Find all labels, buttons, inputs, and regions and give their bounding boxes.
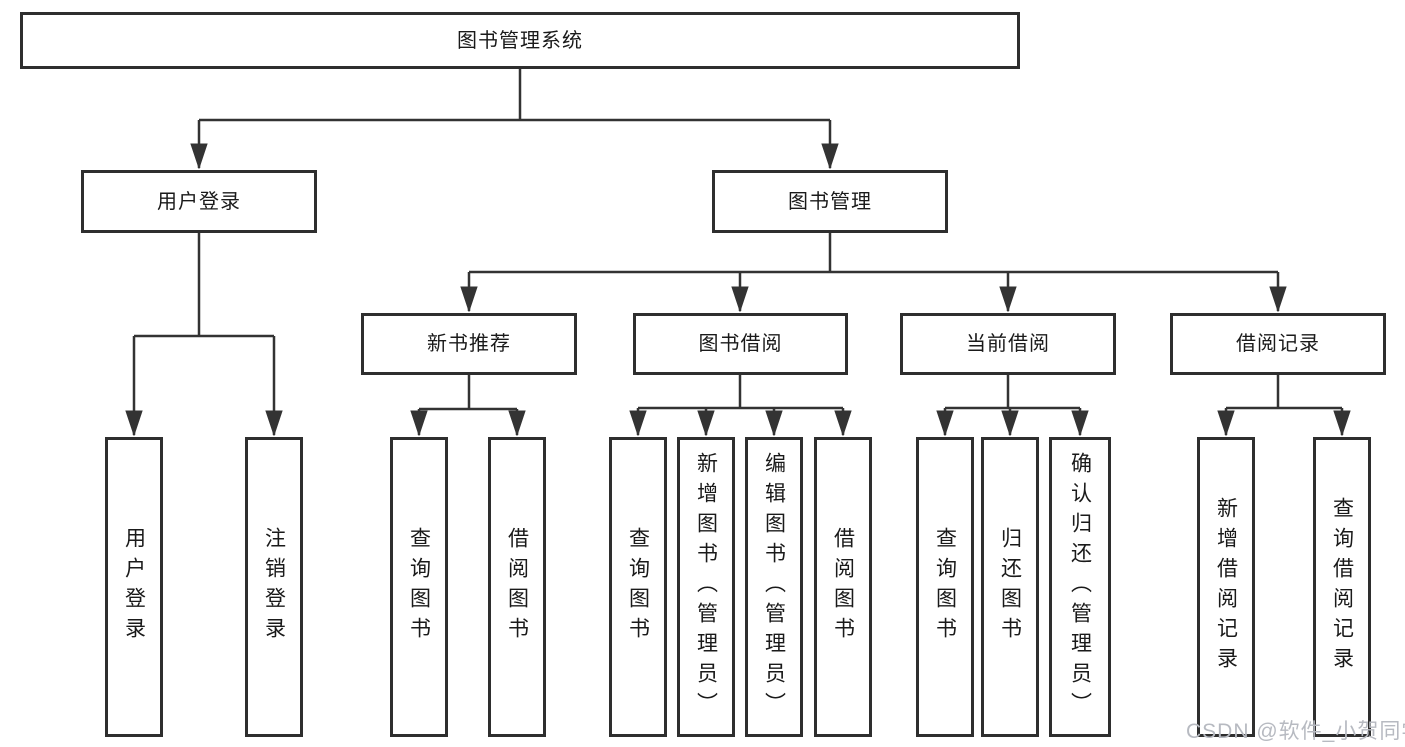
leaf-borrowing-edit-books-admin: 编辑图书（管理员） bbox=[745, 437, 803, 737]
node-label: 查询图书 bbox=[626, 527, 650, 647]
node-label: 查询图书 bbox=[933, 527, 957, 647]
leaf-borrowing-add-books-admin: 新增图书（管理员） bbox=[677, 437, 735, 737]
csdn-watermark: CSDN @软件_小贺同学 bbox=[1186, 720, 1405, 743]
node-book-management: 图书管理 bbox=[712, 170, 948, 233]
node-label: 确认归还（管理员） bbox=[1068, 452, 1092, 722]
node-label: 图书借阅 bbox=[698, 333, 783, 355]
node-current-borrowing: 当前借阅 bbox=[900, 313, 1116, 375]
node-label: 新增图书（管理员） bbox=[694, 452, 718, 722]
node-label: 查询借阅记录 bbox=[1330, 497, 1354, 677]
node-library-management-system: 图书管理系统 bbox=[20, 12, 1020, 69]
node-label: 图书管理系统 bbox=[457, 29, 583, 52]
node-new-book-recommend: 新书推荐 bbox=[361, 313, 577, 375]
node-book-borrowing: 图书借阅 bbox=[633, 313, 848, 375]
node-label: 新增借阅记录 bbox=[1214, 497, 1238, 677]
node-label: 查询图书 bbox=[407, 527, 431, 647]
node-label: 当前借阅 bbox=[966, 333, 1050, 355]
leaf-current-query-books: 查询图书 bbox=[916, 437, 974, 737]
leaf-current-return-books: 归还图书 bbox=[981, 437, 1039, 737]
node-user-login: 用户登录 bbox=[81, 170, 317, 233]
leaf-borrowing-query-books: 查询图书 bbox=[609, 437, 667, 737]
node-label: 图书管理 bbox=[788, 190, 872, 213]
node-label: 编辑图书（管理员） bbox=[762, 452, 786, 722]
node-label: 归还图书 bbox=[998, 527, 1022, 647]
node-label: 新书推荐 bbox=[427, 333, 511, 355]
leaf-records-add-record: 新增借阅记录 bbox=[1197, 437, 1255, 737]
node-label: 用户登录 bbox=[157, 190, 241, 213]
leaf-recommend-query-books: 查询图书 bbox=[390, 437, 448, 737]
leaf-borrowing-borrow-books: 借阅图书 bbox=[814, 437, 872, 737]
leaf-logout: 注销登录 bbox=[245, 437, 303, 737]
node-label: 借阅图书 bbox=[505, 527, 529, 647]
leaf-recommend-borrow-books: 借阅图书 bbox=[488, 437, 546, 737]
leaf-current-confirm-return-admin: 确认归还（管理员） bbox=[1049, 437, 1111, 737]
node-label: 用户登录 bbox=[122, 527, 146, 647]
node-label: 注销登录 bbox=[262, 527, 286, 647]
leaf-records-query-record: 查询借阅记录 bbox=[1313, 437, 1371, 737]
node-label: 借阅图书 bbox=[831, 527, 855, 647]
node-label: 借阅记录 bbox=[1236, 333, 1320, 355]
leaf-user-login: 用户登录 bbox=[105, 437, 163, 737]
node-borrowing-records: 借阅记录 bbox=[1170, 313, 1386, 375]
